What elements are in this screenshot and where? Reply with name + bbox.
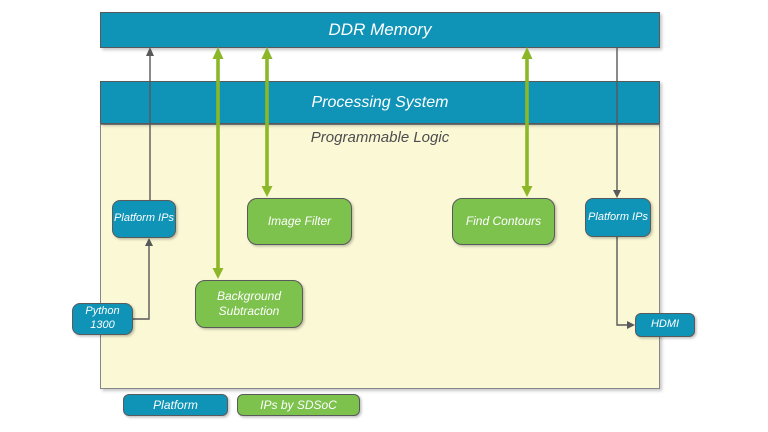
- image-filter-label: Image Filter: [267, 214, 332, 228]
- legend-ips-by-sdsoc-label: IPs by SDSoC: [260, 397, 337, 412]
- background-subtraction-block: Background Subtraction: [195, 280, 303, 328]
- platform-ips-left-label: Platform IPs: [114, 212, 174, 225]
- programmable-logic-region: [100, 124, 660, 389]
- python-1300-label: Python 1300: [85, 305, 120, 331]
- platform-ips-right-block: Platform IPs: [585, 198, 651, 237]
- processing-system-label: Processing System: [311, 93, 449, 111]
- platform-ips-right-label: Platform IPs: [588, 210, 648, 223]
- find-contours-label: Find Contours: [465, 214, 542, 228]
- find-contours-block: Find Contours: [452, 198, 555, 245]
- programmable-logic-label: Programmable Logic: [310, 129, 450, 146]
- ddr-memory-label: DDR Memory: [328, 20, 432, 39]
- hdmi-label: HDMI: [650, 318, 680, 331]
- background-subtraction-label: Background Subtraction: [216, 289, 282, 318]
- platform-ips-left-block: Platform IPs: [112, 200, 176, 238]
- hdmi-block: HDMI: [635, 313, 695, 337]
- python-1300-block: Python 1300: [72, 303, 133, 335]
- processing-system-block: Processing System: [100, 81, 660, 124]
- legend-platform-label: Platform: [153, 397, 198, 412]
- legend-ips-by-sdsoc: IPs by SDSoC: [237, 394, 360, 416]
- ddr-memory-block: DDR Memory: [100, 12, 660, 48]
- legend-platform: Platform: [123, 394, 228, 416]
- image-filter-block: Image Filter: [247, 198, 352, 245]
